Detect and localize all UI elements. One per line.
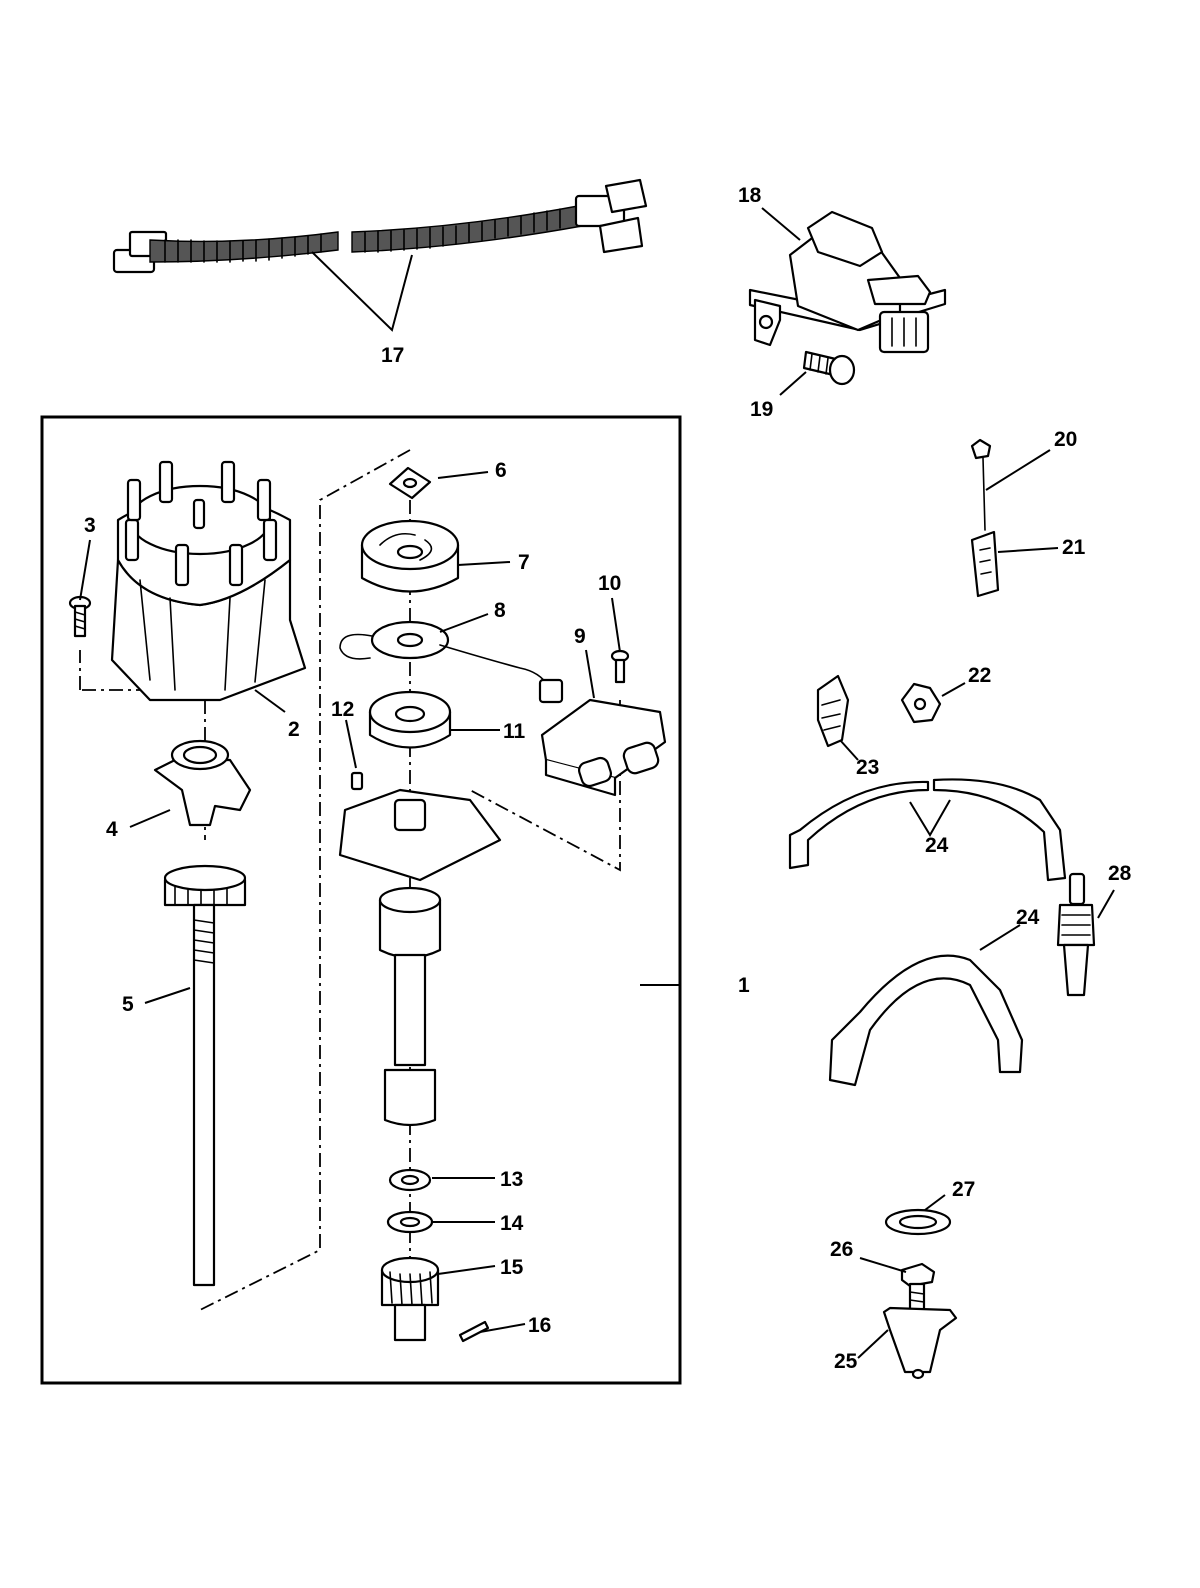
- callout-22: 22: [968, 664, 991, 687]
- callout-15: 15: [500, 1256, 524, 1279]
- callout-8: 8: [494, 599, 506, 622]
- callout-17: 17: [381, 344, 404, 367]
- part-19-bolt: [802, 350, 856, 386]
- callout-18: 18: [738, 184, 762, 207]
- part-22-retainer: [900, 682, 942, 724]
- callout-24-lower: 24: [1016, 906, 1040, 929]
- part-27-washer: [884, 1208, 952, 1236]
- callout-23: 23: [856, 756, 879, 779]
- part-16-roll-pin: [458, 1320, 490, 1343]
- callout-9: 9: [574, 625, 586, 648]
- part-14-spacer: [386, 1210, 434, 1234]
- part-8-pickup-coil: [339, 620, 564, 704]
- callout-20: 20: [1054, 428, 1077, 451]
- cap-towers: [124, 460, 278, 587]
- callout-19: 19: [750, 398, 773, 421]
- callout-24-upper: 24: [925, 834, 949, 857]
- callout-3: 3: [84, 514, 96, 537]
- callout-13: 13: [500, 1168, 523, 1191]
- part-21-clip: [970, 530, 1000, 598]
- callout-21: 21: [1062, 536, 1086, 559]
- assembly-1-frame: [40, 415, 682, 1385]
- part-10-screw: [610, 649, 630, 684]
- part-26-bolt: [900, 1262, 936, 1314]
- part-4-rotor: [153, 739, 252, 827]
- callout-6: 6: [495, 459, 507, 482]
- callout-2: 2: [288, 718, 300, 741]
- part-23-wire-separator: [816, 674, 850, 748]
- callout-10: 10: [598, 572, 621, 595]
- callout-12: 12: [331, 698, 354, 721]
- part-15-drive-gear: [380, 1256, 440, 1342]
- part-18-ignition-coil: [748, 210, 947, 354]
- part-5-shaft: [163, 864, 247, 1287]
- callout-16: 16: [528, 1314, 551, 1337]
- part-24-plug-wire-upper: [788, 778, 1067, 882]
- callout-11: 11: [503, 720, 526, 743]
- part-28-spark-plug: [1056, 872, 1096, 997]
- part-11-pole-piece: [368, 690, 452, 749]
- distributor-housing: [338, 788, 502, 1127]
- callout-28: 28: [1108, 862, 1132, 885]
- part-12-pin: [350, 771, 364, 791]
- callout-27: 27: [952, 1178, 975, 1201]
- callout-1: 1: [738, 974, 750, 997]
- part-13-washer: [388, 1168, 432, 1192]
- part-3-screw: [68, 595, 92, 638]
- callout-25: 25: [834, 1350, 858, 1373]
- callout-numbers: 1 2 3 4 5 6 7 8 9 10 11 12 13 14 15 16 1…: [84, 184, 1132, 1373]
- part-24-plug-wire-lower: [828, 954, 1024, 1087]
- part-17-wiring-harness: [112, 178, 648, 274]
- callout-14: 14: [500, 1212, 524, 1235]
- callout-4: 4: [106, 818, 118, 841]
- part-25-bracket: [882, 1306, 958, 1380]
- callout-5: 5: [122, 993, 134, 1016]
- part-2-distributor-cap: [110, 460, 307, 702]
- callout-7: 7: [518, 551, 530, 574]
- part-6-gasket: [388, 466, 432, 500]
- part-20-ground-strap: [970, 438, 992, 531]
- callout-26: 26: [830, 1238, 853, 1261]
- part-7-magnet-ring: [360, 519, 460, 593]
- leader-lines: [79, 207, 1115, 1359]
- part-9-ignition-module: [540, 698, 667, 797]
